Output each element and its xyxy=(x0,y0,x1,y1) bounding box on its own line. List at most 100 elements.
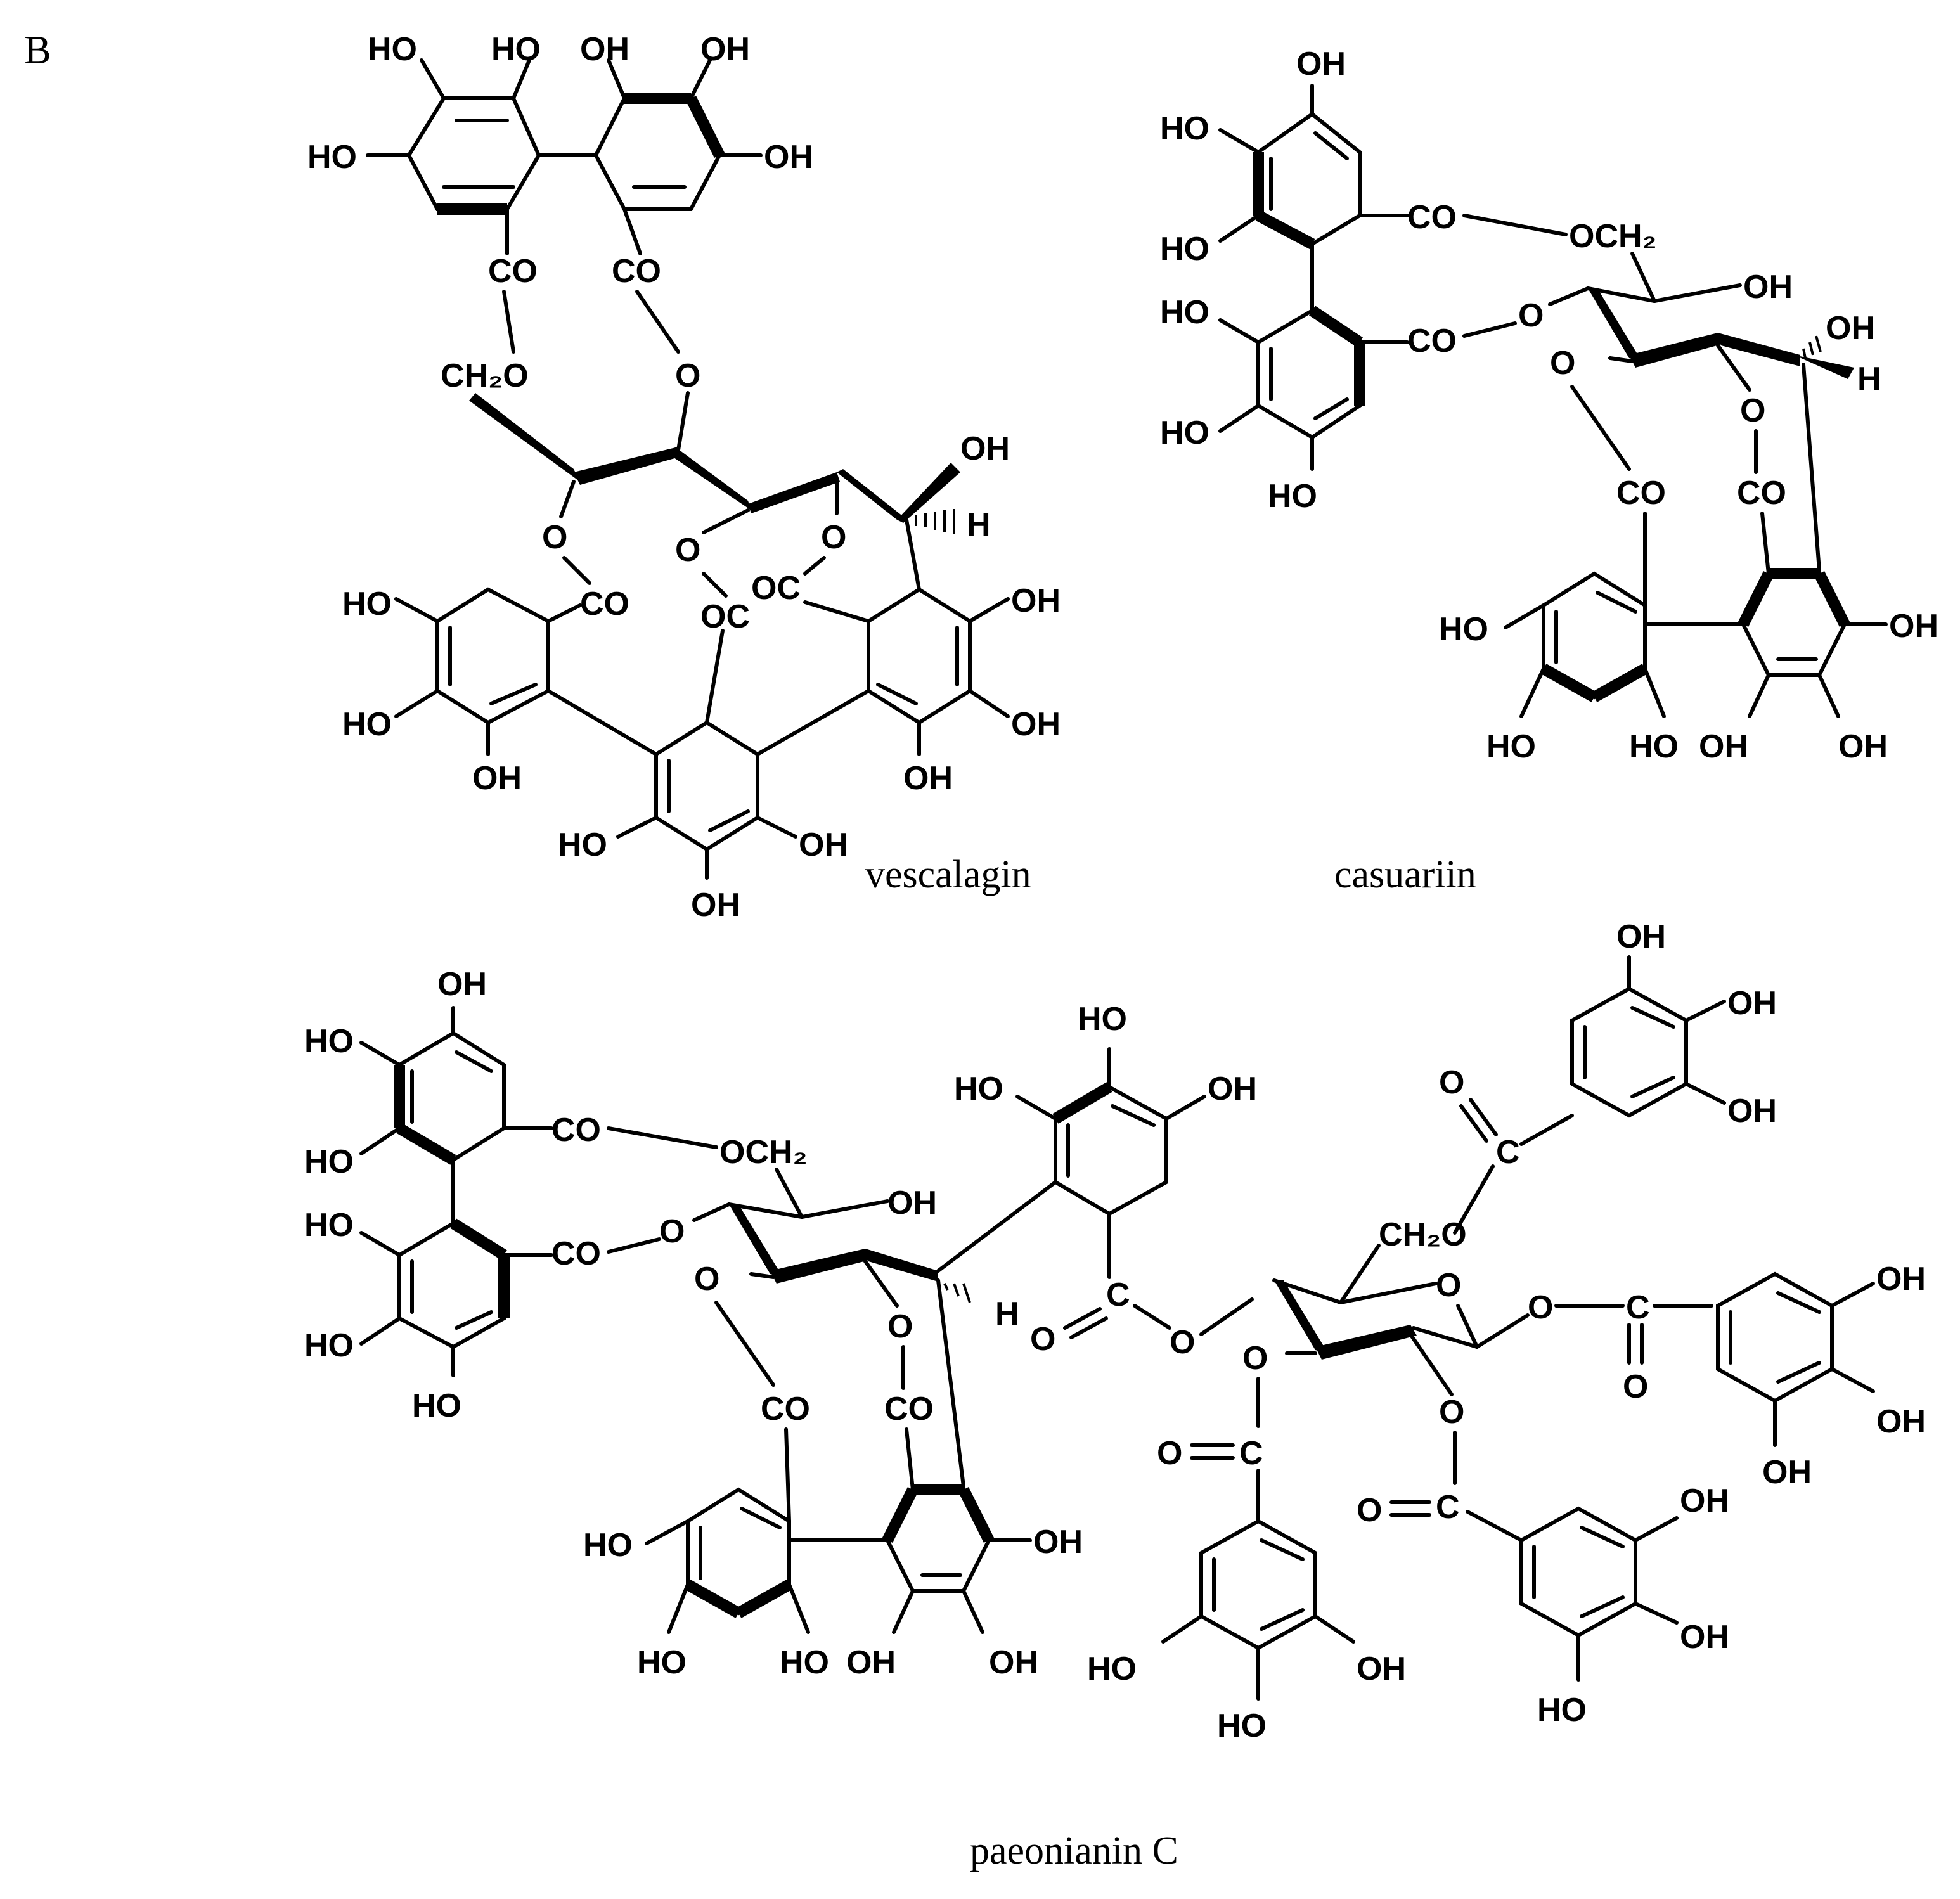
wedge-bond xyxy=(1591,664,1648,702)
atom-label: OH xyxy=(903,760,953,797)
atom-label: CH₂O xyxy=(1379,1216,1467,1253)
wedge-bond xyxy=(837,469,903,520)
vescalagin-structure: HO HO OH OH HO OH CO CO CH₂O O OH H xyxy=(307,31,1061,924)
ring-lower-center xyxy=(654,720,759,852)
atom-label: OH xyxy=(691,887,740,924)
atom-label: H xyxy=(967,506,991,543)
atom-label: OH xyxy=(472,760,522,797)
atom-label: O xyxy=(1528,1289,1553,1326)
atom-label: OH xyxy=(1743,269,1793,306)
atom-label: O xyxy=(542,519,567,556)
atom-label: HO xyxy=(1160,231,1209,267)
atom-label: CO xyxy=(1737,475,1786,512)
wedge-bond xyxy=(574,447,681,485)
atom-label: CO xyxy=(884,1391,934,1427)
atom-label: OH xyxy=(1889,608,1938,645)
wedge-bond xyxy=(685,1580,742,1618)
atom-label: OH xyxy=(960,430,1010,467)
atom-label: CO xyxy=(1616,475,1666,512)
wedge-bond xyxy=(958,1486,995,1543)
atom-label: OH xyxy=(580,31,629,68)
atom-label: HO xyxy=(1439,611,1488,648)
atom-label: H xyxy=(995,1296,1019,1332)
wedge-bond xyxy=(748,472,840,513)
atom-label: O xyxy=(1157,1435,1182,1472)
atom-label: O xyxy=(1550,345,1575,382)
atom-label: HO xyxy=(1217,1708,1267,1744)
wedge-bond xyxy=(1718,333,1800,366)
wedge-bond xyxy=(729,1204,783,1277)
atom-label: HO xyxy=(1160,294,1209,331)
atom-label: OH xyxy=(1357,1651,1406,1687)
atom-label: OH xyxy=(1727,1093,1777,1130)
atom-label: C xyxy=(1106,1277,1130,1313)
atom-label: OH xyxy=(1011,583,1061,619)
wedge-bond xyxy=(672,447,751,510)
hash-bond xyxy=(1802,335,1822,359)
atom-label: OC xyxy=(751,570,801,607)
atom-label: OH xyxy=(1680,1619,1729,1656)
hash-bond xyxy=(943,1283,971,1303)
wedge-bond xyxy=(469,393,580,482)
atom-label: CH₂O xyxy=(441,357,529,394)
wedge-bond xyxy=(1629,333,1724,368)
atom-label: H xyxy=(1857,361,1881,397)
atom-label: CO xyxy=(1407,323,1457,359)
atom-label: O xyxy=(1439,1064,1464,1101)
wedge-bond xyxy=(1814,570,1850,628)
atom-label: HO xyxy=(558,827,607,863)
atom-label: O xyxy=(1518,297,1544,334)
wedge-bond xyxy=(770,1249,872,1284)
wedge-bond xyxy=(396,1123,456,1165)
atom-label: OH xyxy=(1296,46,1346,82)
atom-label: O xyxy=(1623,1368,1648,1405)
atom-label: O xyxy=(1740,392,1765,429)
ring-paeonianin-right xyxy=(1716,1271,1834,1403)
atom-label: OC xyxy=(700,598,750,635)
atom-label: HO xyxy=(1160,110,1209,147)
atom-label: CO xyxy=(761,1391,810,1427)
atom-label: OH xyxy=(1727,985,1777,1022)
atom-label: HO xyxy=(1486,728,1536,765)
atom-label: HO xyxy=(304,1207,354,1244)
atom-label: O xyxy=(1436,1267,1461,1304)
wedge-bond xyxy=(1315,1325,1417,1360)
wedge-bond xyxy=(1274,1280,1328,1353)
atom-label: HO xyxy=(1537,1692,1587,1728)
atom-label: HO xyxy=(954,1071,1003,1107)
atom-label: OH xyxy=(700,31,750,68)
wedge-bond xyxy=(1738,570,1774,628)
atom-label: O xyxy=(694,1261,719,1297)
atom-label: OH xyxy=(437,966,487,1003)
atom-label: HO xyxy=(304,1023,354,1060)
atom-label: HO xyxy=(1160,415,1209,451)
atom-label: O xyxy=(1242,1340,1268,1377)
atom-label: OH xyxy=(764,139,813,176)
ring-paeonianin-bottom-center xyxy=(1199,1519,1317,1651)
atom-label: O xyxy=(1170,1324,1195,1361)
wedge-bond xyxy=(735,1580,792,1618)
atom-label: O xyxy=(1357,1492,1382,1529)
atom-label: C xyxy=(1239,1435,1263,1472)
atom-label: HO xyxy=(304,1327,354,1364)
atom-label: O xyxy=(1030,1321,1055,1358)
atom-label: OH xyxy=(887,1185,937,1221)
atom-label: C xyxy=(1496,1134,1520,1171)
atom-label: O xyxy=(887,1308,913,1345)
atom-label: HO xyxy=(780,1644,829,1681)
atom-label: HO xyxy=(1087,1651,1137,1687)
atom-label: OCH₂ xyxy=(1569,218,1657,255)
atom-label: HO xyxy=(1078,1001,1127,1038)
atom-label: O xyxy=(659,1213,685,1250)
atom-label: HO xyxy=(307,139,357,176)
atom-label: OH xyxy=(799,827,848,863)
wedge-bond xyxy=(882,1486,919,1543)
atom-label: OH xyxy=(1680,1483,1729,1519)
caption-casuariin: casuariin xyxy=(1334,853,1476,896)
atom-label: HO xyxy=(412,1387,461,1424)
ring-paeonianin-bottom-right xyxy=(1519,1506,1637,1638)
atom-label: O xyxy=(1439,1394,1464,1431)
atom-label: CO xyxy=(488,253,538,290)
atom-label: O xyxy=(821,519,846,556)
